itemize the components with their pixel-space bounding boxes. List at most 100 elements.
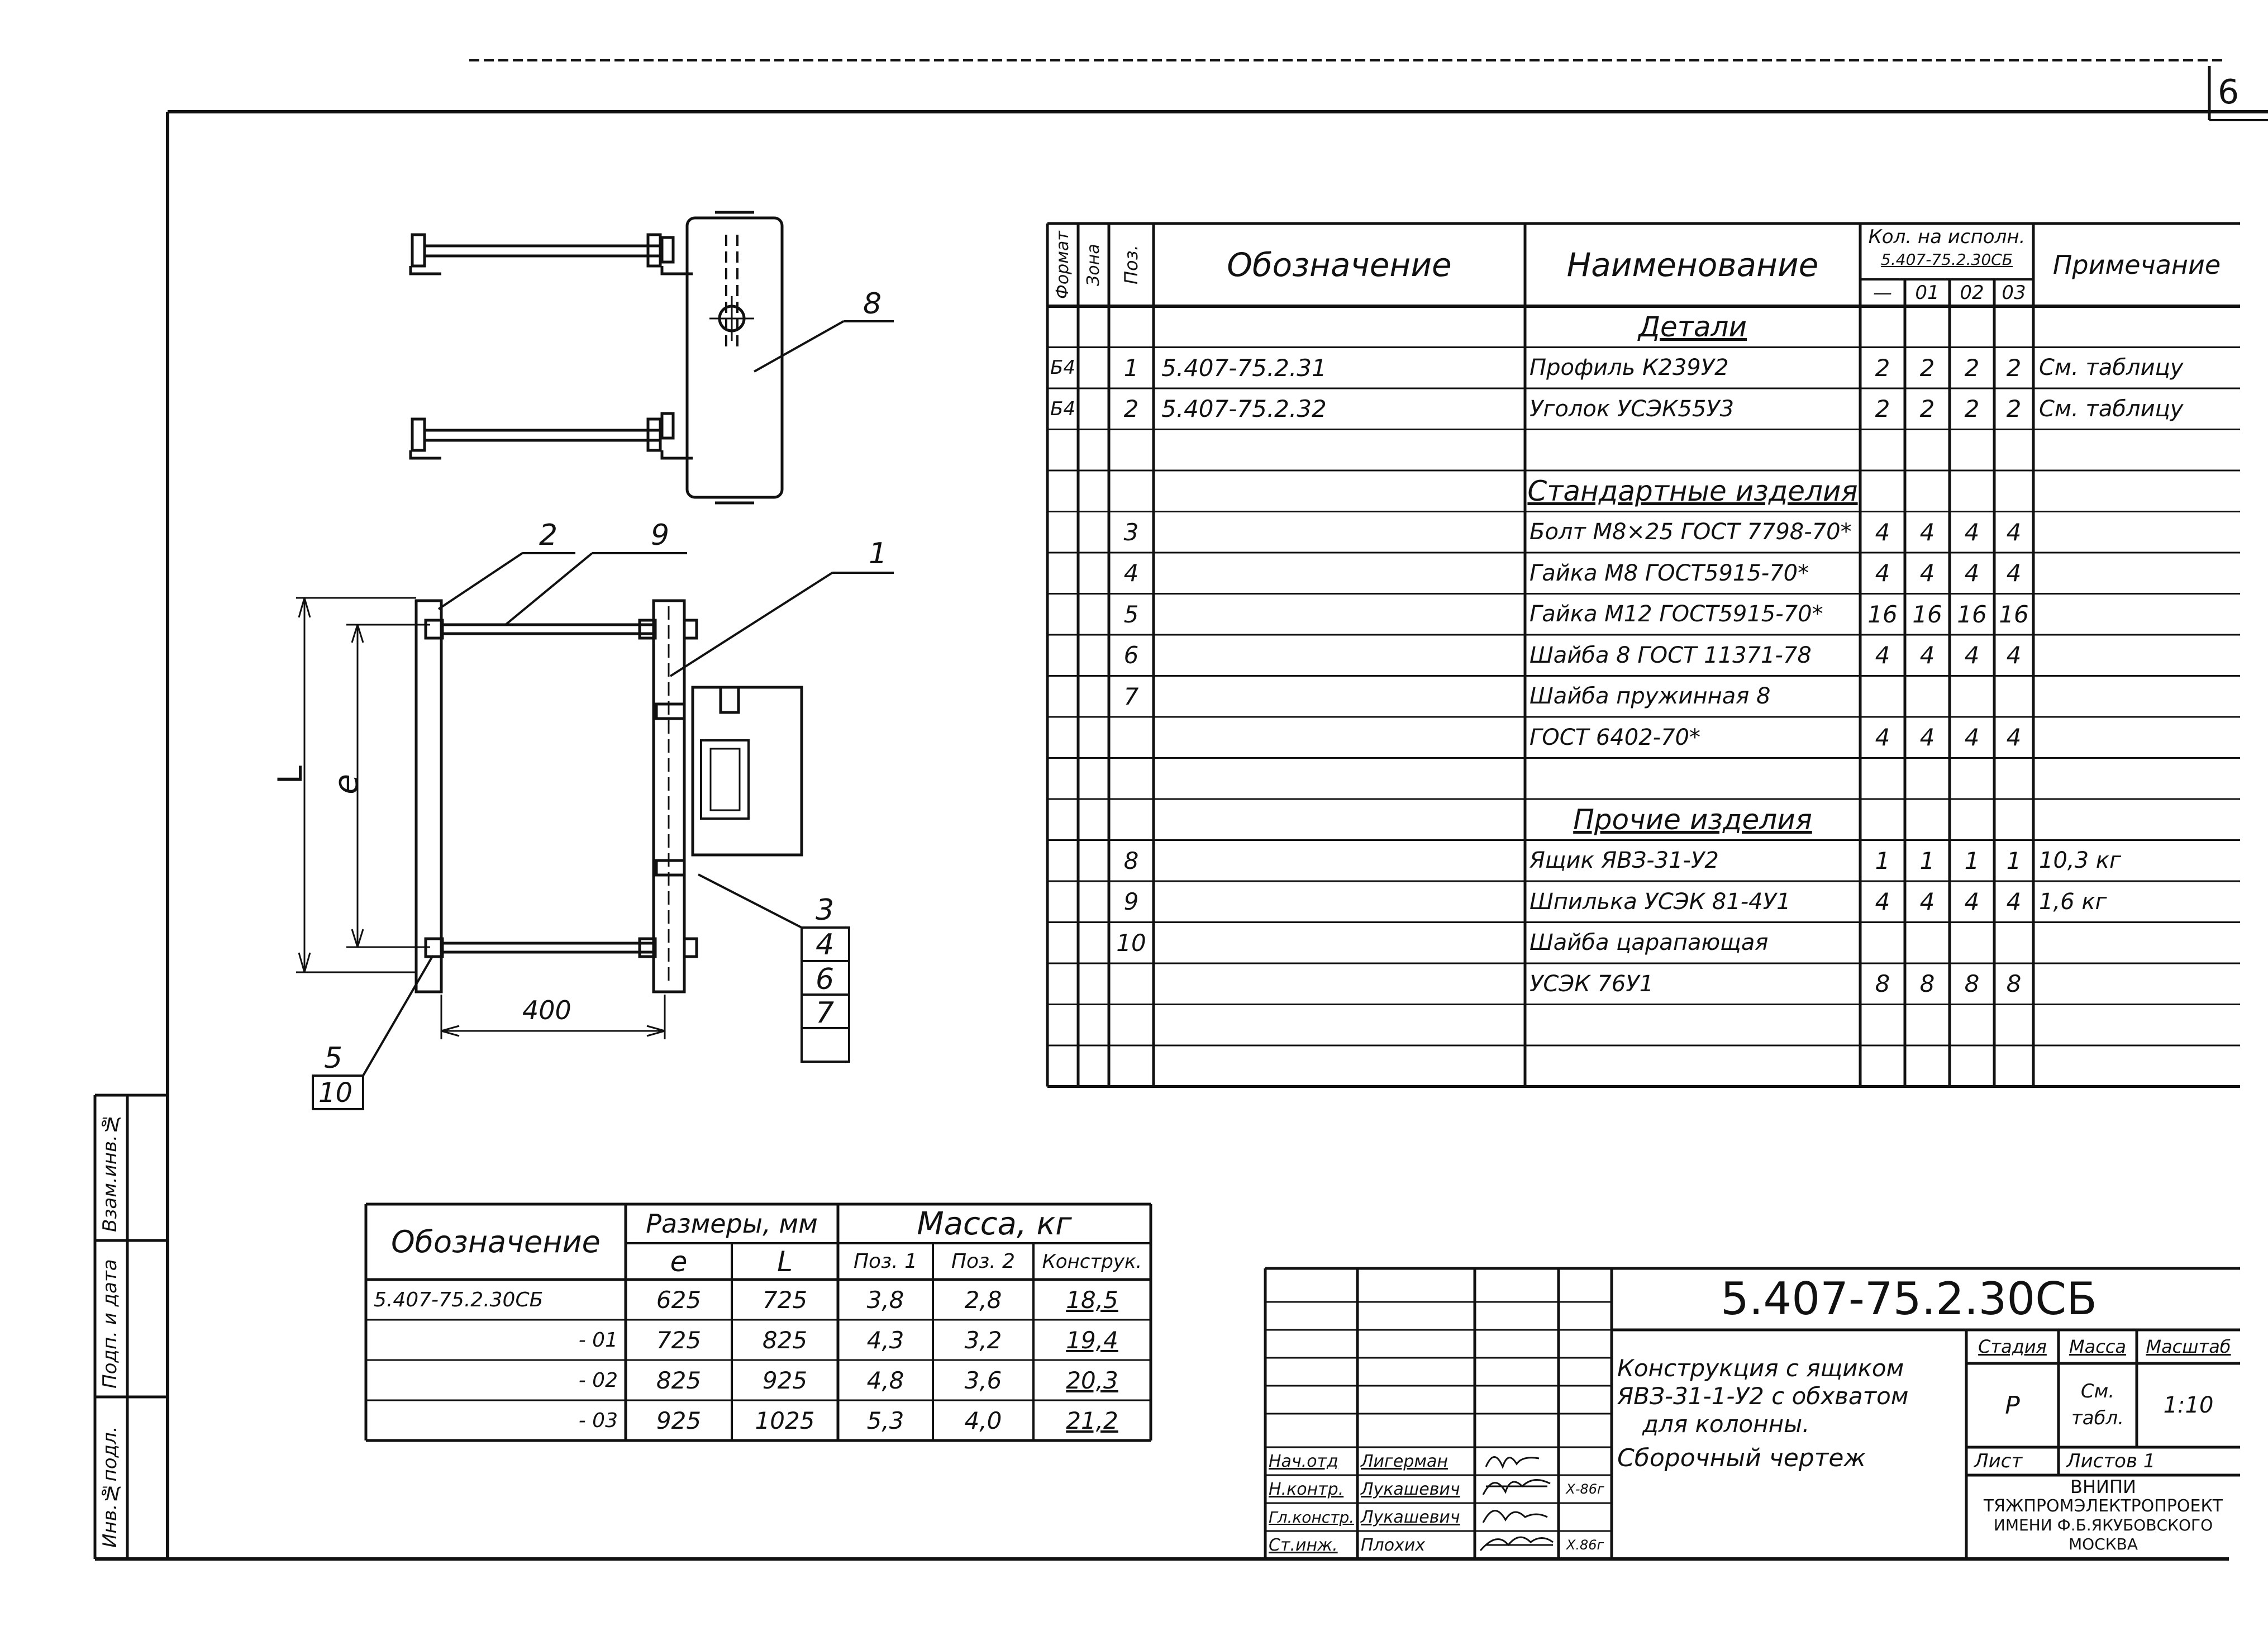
spec-qty-0: 4 (1875, 559, 1890, 587)
top-view (409, 211, 894, 505)
dims-L: 1025 (755, 1406, 815, 1434)
spec-header-name: Наименование (1566, 246, 1819, 284)
doc-number: 5.407-75.2.30СБ (1721, 1273, 2097, 1325)
spec-qty-3: 16 (1999, 600, 2029, 628)
callout-9: 9 (651, 519, 670, 552)
sig-role-2: Н.контр. (1269, 1479, 1344, 1499)
dims-L: 925 (762, 1366, 808, 1394)
spec-qty-1: 2 (1919, 395, 1935, 423)
spec-qty-1: 4 (1919, 888, 1935, 916)
spec-qty-3: 2 (2006, 395, 2022, 423)
org-line-1: ВНИПИ (2070, 1477, 2136, 1497)
spec-qty-3: 4 (2006, 724, 2022, 752)
spec-name: ГОСТ 6402-70* (1530, 724, 1700, 750)
spec-qty-2: 4 (1964, 724, 1980, 752)
dims-pos2: 4,0 (964, 1406, 1002, 1434)
dims-L: 825 (762, 1326, 808, 1354)
dims-pos2: 3,2 (964, 1326, 1002, 1354)
spec-header-qty-0: — (1873, 282, 1892, 304)
spec-qty-2: 4 (1964, 518, 1980, 546)
dim-width-400: 400 (522, 995, 571, 1025)
spec-qty-2: 2 (1964, 395, 1980, 423)
spec-qty-0: 4 (1875, 641, 1890, 669)
org-line-2: ТЯЖПРОМЭЛЕКТРОПРОЕКТ (1983, 1496, 2223, 1516)
spec-name: Шпилька УСЭК 81-4У1 (1530, 888, 1791, 915)
sheet-label: Лист (1974, 1450, 2023, 1472)
dims-constr: 19,4 (1066, 1326, 1118, 1354)
spec-header-qty-3: 03 (2002, 282, 2026, 304)
spec-qty-1: 4 (1919, 641, 1935, 669)
spec-note: См. таблицу (2039, 396, 2184, 422)
dims-header-pos1: Поз. 1 (853, 1250, 918, 1273)
spec-qty-1: 8 (1919, 970, 1935, 998)
spec-qty-3: 4 (2006, 518, 2022, 546)
spec-qty-1: 4 (1919, 559, 1935, 587)
spec-designation: 5.407-75.2.31 (1161, 354, 1327, 382)
sheets-label: Листов 1 (2066, 1450, 2156, 1472)
sig-role-4: Ст.инж. (1269, 1535, 1338, 1555)
spec-header-qty-doc: 5.407-75.2.30СБ (1881, 250, 2013, 269)
spec-qty-2: 8 (1964, 970, 1980, 998)
spec-name: Болт М8×25 ГОСТ 7798-70* (1530, 519, 1852, 545)
spec-qty-3: 4 (2006, 888, 2022, 916)
spec-qty-1: 2 (1919, 354, 1935, 382)
spec-header-qty-2: 02 (1960, 282, 1984, 304)
spec-qty-3: 8 (2006, 970, 2022, 998)
spec-pos: 10 (1116, 929, 1146, 957)
sig-name-4: Плохих (1361, 1535, 1426, 1555)
spec-qty-0: 4 (1875, 518, 1890, 546)
dims-header-pos2: Поз. 2 (951, 1250, 1016, 1273)
spec-fmt: Б4 (1050, 356, 1075, 379)
title-line-3: для колонны. (1642, 1410, 1810, 1438)
spec-qty-2: 4 (1964, 559, 1980, 587)
dims-designation: - 03 (578, 1409, 618, 1432)
spec-qty-0: 16 (1867, 600, 1898, 628)
spec-qty-2: 1 (1964, 847, 1980, 874)
org-line-3: ИМЕНИ Ф.Б.ЯКУБОВСКОГО (1993, 1515, 2213, 1534)
spec-name: УСЭК 76У1 (1530, 971, 1654, 997)
spec-qty-2: 16 (1957, 600, 1987, 628)
sig-role-1: Нач.отд (1269, 1451, 1338, 1471)
spec-name: Шайба 8 ГОСТ 11371-78 (1530, 642, 1812, 668)
spec-name: Гайка М8 ГОСТ5915-70* (1530, 560, 1809, 586)
dims-header-mass: Масса, кг (917, 1205, 1072, 1242)
callout-2: 2 (539, 519, 558, 552)
spec-name: Гайка М12 ГОСТ5915-70* (1530, 601, 1823, 627)
spec-note: 1,6 кг (2039, 888, 2107, 915)
spec-pos: 2 (1123, 395, 1139, 423)
sig-role-3: Гл.констр. (1269, 1508, 1355, 1527)
org-line-4: МОСКВА (2069, 1534, 2138, 1553)
title-line-1: Конструкция с ящиком (1617, 1354, 1904, 1382)
callout-10: 10 (318, 1077, 353, 1109)
callout-8: 8 (863, 287, 882, 321)
spec-qty-2: 4 (1964, 641, 1980, 669)
spec-name: Уголок УСЭК55У3 (1530, 396, 1735, 422)
callout-5: 5 (324, 1042, 343, 1075)
spec-section-title: Стандартные изделия (1527, 474, 1858, 507)
scale-value: 1:10 (2163, 1392, 2214, 1418)
dims-pos2: 2,8 (964, 1286, 1002, 1314)
dims-pos1: 4,3 (866, 1326, 904, 1354)
spec-pos: 9 (1123, 888, 1139, 916)
spec-name: Шайба царапающая (1530, 930, 1769, 956)
spec-qty-3: 4 (2006, 641, 2022, 669)
spec-qty-0: 4 (1875, 724, 1890, 752)
sig-name-3: Лукашевич (1361, 1507, 1460, 1527)
callout-7: 7 (816, 996, 835, 1030)
dims-e: 625 (656, 1286, 702, 1314)
dims-designation: 5.407-75.2.30СБ (374, 1288, 544, 1311)
spec-header-designation: Обозначение (1227, 246, 1452, 284)
dims-pos1: 3,8 (866, 1286, 904, 1314)
title-line-4: Сборочный чертеж (1617, 1444, 1866, 1472)
dims-e: 925 (656, 1406, 702, 1434)
dims-constr: 18,5 (1066, 1286, 1118, 1314)
dims-e: 725 (656, 1326, 702, 1354)
spec-pos: 6 (1123, 641, 1139, 669)
spec-section-title: Детали (1638, 310, 1747, 343)
spec-pos: 3 (1123, 518, 1139, 546)
